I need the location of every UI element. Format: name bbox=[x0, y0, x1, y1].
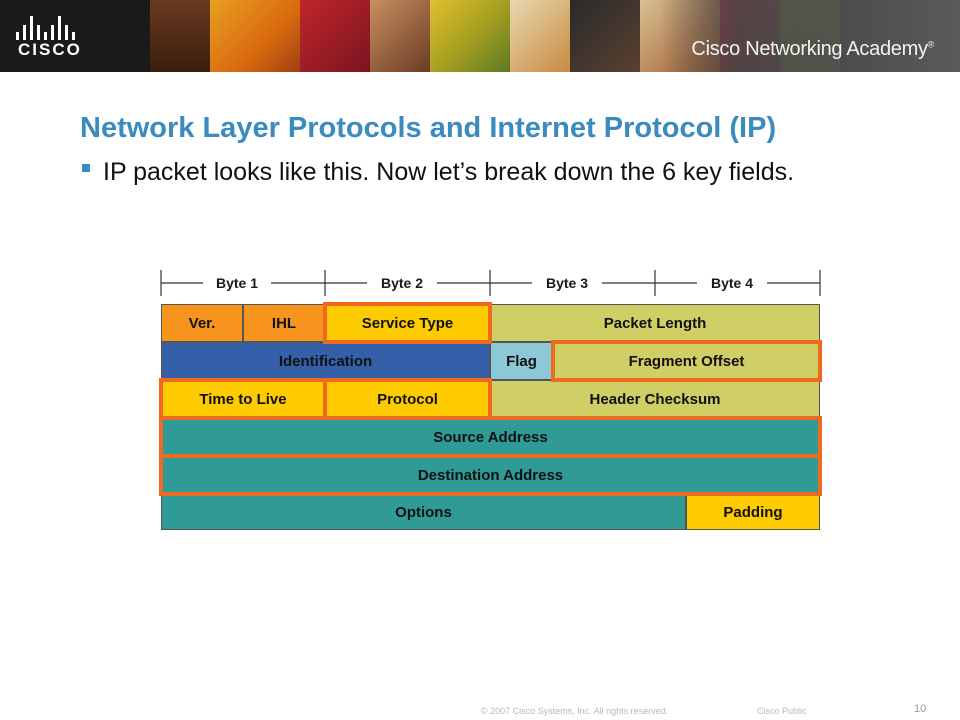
highlight-destination-address bbox=[159, 454, 822, 496]
byte-1-label: Byte 1 bbox=[215, 275, 259, 291]
field-padding: Padding bbox=[686, 494, 820, 530]
cisco-logo-text: CISCO bbox=[18, 40, 82, 59]
field-ver: Ver. bbox=[161, 304, 243, 342]
field-header-checksum: Header Checksum bbox=[490, 380, 820, 418]
byte-2-label: Byte 2 bbox=[380, 275, 424, 291]
cisco-bridge-icon bbox=[16, 14, 96, 40]
highlight-protocol bbox=[323, 378, 492, 420]
header-banner: CISCO Cisco Networking Academy® bbox=[0, 0, 960, 72]
page-number: 10 bbox=[914, 703, 927, 715]
footer-classification: Cisco Public bbox=[757, 706, 807, 716]
bullet-text: IP packet looks like this. Now let’s bre… bbox=[103, 158, 795, 186]
byte-3-label: Byte 3 bbox=[545, 275, 589, 291]
field-fragment-offset: Fragment Offset bbox=[553, 342, 820, 380]
highlight-flag-fragment bbox=[551, 340, 822, 382]
field-ihl: IHL bbox=[243, 304, 325, 342]
academy-logo-text: Cisco Networking Academy® bbox=[691, 38, 934, 60]
footer-copyright: © 2007 Cisco Systems, Inc. All rights re… bbox=[481, 706, 669, 716]
byte-ruler bbox=[160, 270, 821, 296]
field-packet-length: Packet Length bbox=[490, 304, 820, 342]
ip-packet-diagram: Byte 1 Byte 2 Byte 3 Byte 4 Ver. IHL Ser… bbox=[159, 268, 823, 532]
highlight-source-address bbox=[159, 416, 822, 458]
field-source-address: Source Address bbox=[161, 418, 820, 456]
bullet-square-icon bbox=[82, 164, 90, 172]
cisco-logo: CISCO bbox=[0, 0, 150, 72]
field-flag: Flag bbox=[490, 342, 553, 380]
highlight-time-to-live bbox=[159, 378, 327, 420]
academy-logo-panel: Cisco Networking Academy® bbox=[660, 0, 960, 72]
highlight-service-type bbox=[323, 302, 492, 344]
field-time-to-live: Time to Live bbox=[161, 380, 325, 418]
field-destination-address: Destination Address bbox=[161, 456, 820, 494]
field-identification: Identification bbox=[161, 342, 490, 380]
byte-4-label: Byte 4 bbox=[710, 275, 754, 291]
slide-title: Network Layer Protocols and Internet Pro… bbox=[80, 112, 777, 144]
field-options: Options bbox=[161, 494, 686, 530]
field-service-type: Service Type bbox=[325, 304, 490, 342]
